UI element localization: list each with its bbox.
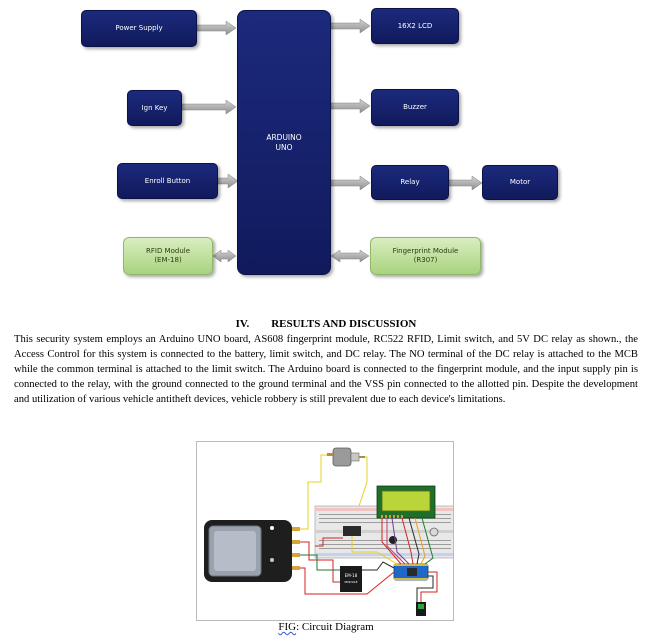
block-relay: Relay bbox=[371, 165, 449, 200]
block-label: Enroll Button bbox=[144, 176, 191, 185]
arrow-ign-to-arduino bbox=[181, 99, 237, 115]
arduino-board bbox=[393, 563, 429, 581]
block-enroll-button: Enroll Button bbox=[117, 163, 218, 199]
figure-caption-prefix: FIG bbox=[278, 621, 297, 633]
circuit-diagram-image: EM-18 MODULE bbox=[196, 441, 454, 621]
arrow-relay-to-motor bbox=[448, 175, 483, 191]
section-number: IV. bbox=[235, 318, 250, 330]
block-motor: Motor bbox=[482, 165, 558, 200]
rfid-em18-module: EM-18 MODULE bbox=[340, 566, 362, 592]
block-label: Buzzer bbox=[403, 103, 427, 111]
results-paragraph: This security system employs an Arduino … bbox=[14, 334, 638, 405]
section-title: RESULTS AND DISCUSSION bbox=[271, 318, 417, 330]
circuit-illustration: EM-18 MODULE bbox=[204, 447, 453, 616]
block-label: Power Supply bbox=[115, 24, 163, 32]
block-power-supply: Power Supply bbox=[81, 10, 197, 47]
block-label: RFID Module bbox=[145, 247, 191, 255]
arrow-arduino-fingerprint bbox=[330, 249, 370, 263]
block-buzzer: Buzzer bbox=[371, 89, 459, 126]
block-rfid-module: RFID Module (EM-18) bbox=[123, 237, 213, 275]
fingerprint-sensor bbox=[204, 520, 300, 582]
arrow-arduino-to-lcd bbox=[330, 18, 371, 34]
block-label: Ign Key bbox=[141, 103, 168, 112]
arrow-arduino-to-relay bbox=[330, 175, 371, 191]
block-sublabel: UNO bbox=[275, 142, 293, 152]
rfid-module-sublabel: MODULE bbox=[344, 580, 357, 584]
block-label: Fingerprint Module bbox=[392, 247, 459, 255]
figure-caption: FIG: Circuit Diagram bbox=[0, 621, 652, 633]
block-lcd: 16X2 LCD bbox=[371, 8, 459, 44]
block-label: ARDUINO bbox=[266, 132, 302, 142]
arrow-rfid-arduino bbox=[212, 249, 237, 263]
lcd-display bbox=[376, 485, 436, 519]
diagram-arrows bbox=[181, 18, 483, 263]
section-heading: IV. RESULTS AND DISCUSSION bbox=[0, 318, 652, 330]
wires bbox=[300, 454, 438, 602]
block-fingerprint-module: Fingerprint Module (R307) bbox=[370, 237, 481, 275]
block-label: Motor bbox=[509, 178, 531, 186]
block-sublabel: (R307) bbox=[413, 256, 438, 264]
arrow-enroll-to-arduino bbox=[217, 173, 239, 189]
relay-chip bbox=[343, 526, 361, 536]
arrow-arduino-to-buzzer bbox=[330, 98, 371, 114]
limit-switch bbox=[416, 602, 426, 616]
block-arduino-uno: ARDUINO UNO bbox=[237, 10, 331, 275]
block-label: 16X2 LCD bbox=[397, 21, 433, 30]
arrow-power-to-arduino bbox=[196, 20, 237, 36]
block-ign-key: Ign Key bbox=[127, 90, 182, 126]
block-label: Relay bbox=[400, 178, 420, 186]
figure-caption-text: : Circuit Diagram bbox=[296, 621, 374, 633]
block-sublabel: (EM-18) bbox=[154, 256, 182, 264]
potentiometer bbox=[429, 527, 439, 537]
rfid-module-label: EM-18 bbox=[345, 573, 358, 578]
